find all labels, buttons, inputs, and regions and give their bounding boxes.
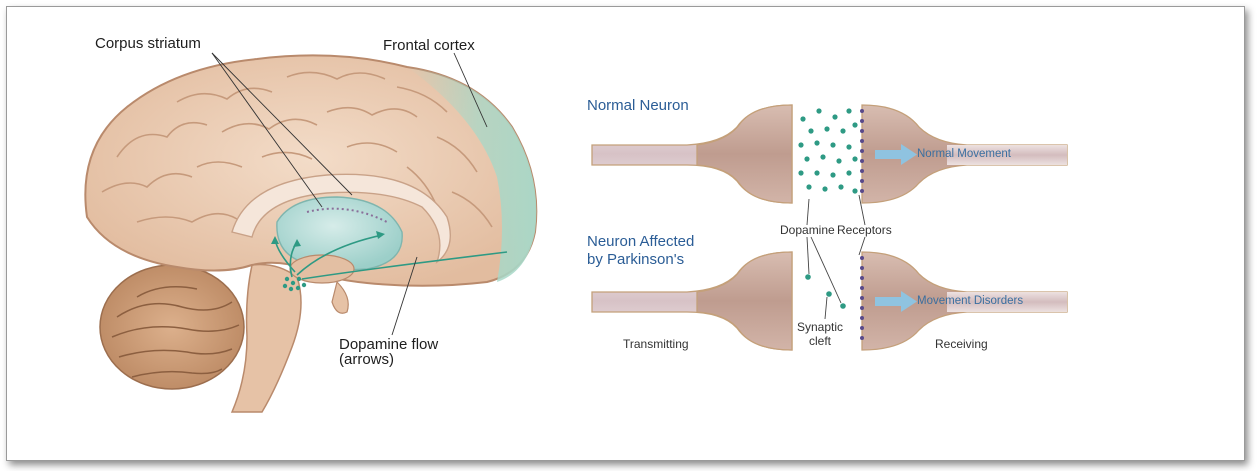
label-movement-disorders: Movement Disorders — [917, 295, 1023, 307]
label-corpus-striatum: Corpus striatum — [95, 35, 201, 52]
heading-normal-neuron: Normal Neuron — [587, 97, 689, 114]
label-synaptic-line2: cleft — [797, 334, 843, 348]
affected-receptors — [860, 256, 864, 340]
heading-affected-neuron: Neuron Affected by Parkinson's — [587, 233, 694, 269]
label-normal-movement: Normal Movement — [917, 148, 1011, 160]
label-dopamine-flow-line2: (arrows) — [339, 352, 438, 367]
neuron-leader-lines — [807, 195, 865, 319]
affected-dopamine-dots — [805, 274, 846, 309]
label-synaptic-cleft: Synaptic cleft — [797, 320, 843, 348]
label-dopamine-flow: Dopamine flow (arrows) — [339, 337, 438, 367]
label-dopamine-flow-line1: Dopamine flow — [339, 337, 438, 352]
heading-affected-line2: by Parkinson's — [587, 251, 694, 269]
normal-dopamine-dots — [798, 108, 857, 193]
heading-affected-line1: Neuron Affected — [587, 233, 694, 251]
label-dopamine: Dopamine — [780, 223, 835, 237]
figure-frame: Corpus striatum Frontal cortex Dopamine … — [6, 6, 1245, 461]
label-synaptic-line1: Synaptic — [797, 320, 843, 334]
label-transmitting: Transmitting — [623, 337, 689, 351]
label-frontal-cortex: Frontal cortex — [383, 37, 475, 54]
label-receiving: Receiving — [935, 337, 988, 351]
normal-receptors — [860, 109, 864, 193]
cerebellum — [100, 265, 244, 389]
label-receptors: Receptors — [837, 223, 892, 237]
